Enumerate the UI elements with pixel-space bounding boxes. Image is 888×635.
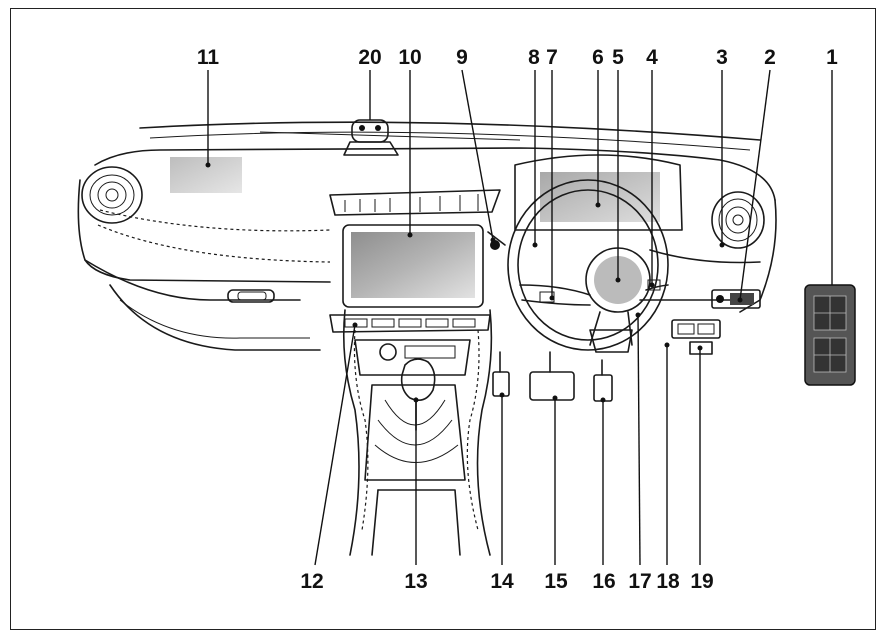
hud-display-area bbox=[170, 157, 242, 193]
rear-view-camera-unit bbox=[343, 119, 399, 156]
callout-19: 19 bbox=[690, 570, 713, 593]
steering-wheel bbox=[507, 179, 669, 353]
callout-5: 5 bbox=[612, 46, 624, 69]
center-console bbox=[329, 309, 493, 556]
leader-lines bbox=[205, 69, 833, 566]
callout-20: 20 bbox=[358, 46, 381, 69]
right-dash-switches bbox=[711, 289, 761, 309]
left-air-vent bbox=[81, 166, 143, 224]
dashboard-outline bbox=[77, 121, 777, 351]
callout-16: 16 bbox=[592, 570, 615, 593]
callout-6: 6 bbox=[592, 46, 604, 69]
callout-3: 3 bbox=[716, 46, 728, 69]
callout-9: 9 bbox=[456, 46, 468, 69]
callout-12: 12 bbox=[300, 570, 323, 593]
window-switch-panel bbox=[804, 284, 856, 386]
callout-labels: 1 2 3 4 5 6 7 8 9 10 11 12 13 14 15 16 1… bbox=[197, 46, 838, 593]
right-air-vent bbox=[711, 191, 765, 249]
callout-10: 10 bbox=[398, 46, 421, 69]
callout-2: 2 bbox=[764, 46, 776, 69]
callout-7: 7 bbox=[546, 46, 558, 69]
clutch-pedal bbox=[492, 351, 510, 397]
infotainment-touchscreen bbox=[342, 224, 484, 308]
callout-15: 15 bbox=[544, 570, 568, 593]
callout-11: 11 bbox=[197, 46, 220, 69]
center-air-vents bbox=[329, 189, 501, 216]
callout-4: 4 bbox=[646, 46, 658, 69]
lower-right-switch-panel bbox=[671, 319, 721, 355]
accelerator-pedal bbox=[593, 359, 613, 402]
callout-14: 14 bbox=[490, 570, 514, 593]
callout-18: 18 bbox=[656, 570, 680, 593]
lighting-stalk bbox=[487, 231, 506, 250]
callout-8: 8 bbox=[528, 46, 540, 69]
callout-13: 13 bbox=[404, 570, 427, 593]
callout-17: 17 bbox=[628, 570, 651, 593]
brake-pedal bbox=[529, 351, 575, 401]
callout-1: 1 bbox=[826, 46, 838, 69]
